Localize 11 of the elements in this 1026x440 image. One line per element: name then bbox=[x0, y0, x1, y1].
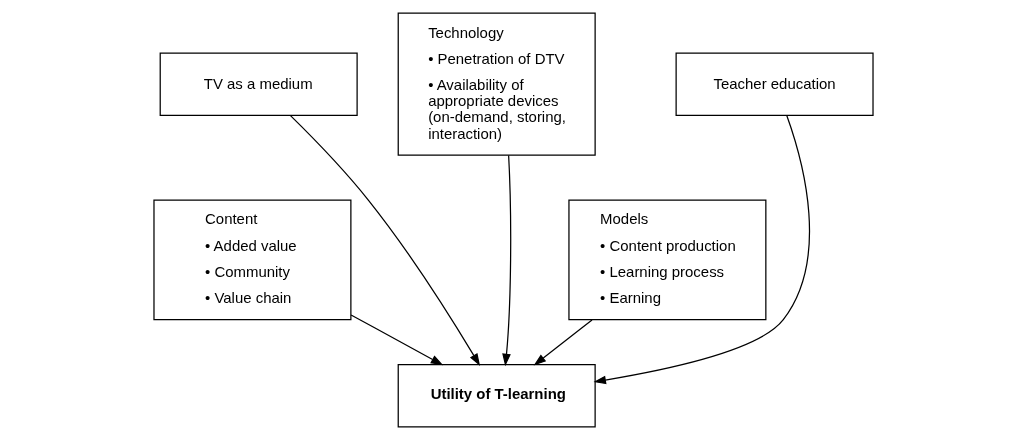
arrow bbox=[501, 154, 511, 367]
node-box: Technology • Penetration of DTV • Availability of appropriate devices (on-demand, storing, interaction) bbox=[397, 12, 596, 156]
arrow bbox=[533, 319, 593, 366]
node-box: Models • Content production • Learning process • Earning bbox=[567, 199, 766, 321]
node-box: Content • Added value • Community • Value chain bbox=[152, 199, 351, 321]
node-box: Teacher education bbox=[675, 52, 874, 116]
node-box: Utility of T-learning bbox=[397, 363, 596, 428]
node-box: TV as a medium bbox=[159, 52, 358, 116]
arrow bbox=[349, 314, 443, 366]
arrow bbox=[593, 114, 810, 385]
arrow bbox=[289, 115, 480, 366]
